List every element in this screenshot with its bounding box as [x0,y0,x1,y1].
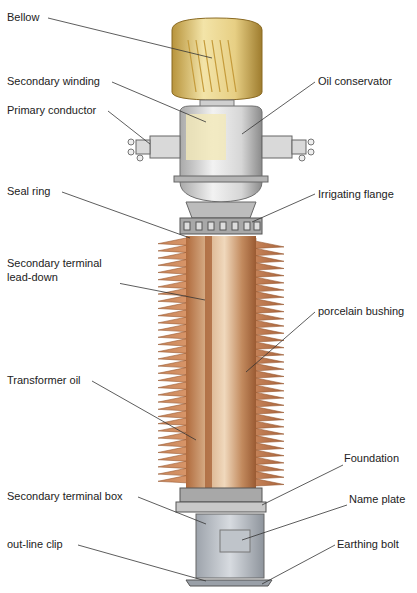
part-label: Oil conservator [317,74,393,88]
bellow-stripes [188,40,236,92]
head-tank [180,106,262,202]
part-label: out-line clip [6,537,64,551]
base-frame [186,580,272,586]
part-label: Foundation [343,451,400,465]
part-label: Bellow [6,10,40,24]
part-label: Secondary terminal lead-down [6,256,120,284]
part-label: Name plate [348,492,406,506]
bushing-core [186,236,256,488]
part-label: Earthing bolt [336,537,400,551]
lead-down-conductor [205,236,212,488]
part-label: Secondary terminal box [6,489,124,503]
part-label: Secondary winding [6,74,101,88]
irrigating-flange [180,218,262,234]
flange-bolts [184,222,260,230]
secondary-winding [186,114,226,160]
name-plate [220,530,250,552]
seal-ring [186,202,256,218]
bottom-flange [180,488,262,502]
part-label: Transformer oil [6,373,82,387]
part-label: Irrigating flange [317,187,395,201]
part-label: porcelain bushing [317,304,405,318]
foundation [176,502,266,512]
terminal-box [196,514,264,578]
head-flange [174,176,268,182]
part-label: Seal ring [6,184,51,198]
primary-terminal [136,136,306,158]
part-label: Primary conductor [6,103,97,117]
bellow-cap [172,18,262,100]
terminal-bolts [128,139,314,161]
